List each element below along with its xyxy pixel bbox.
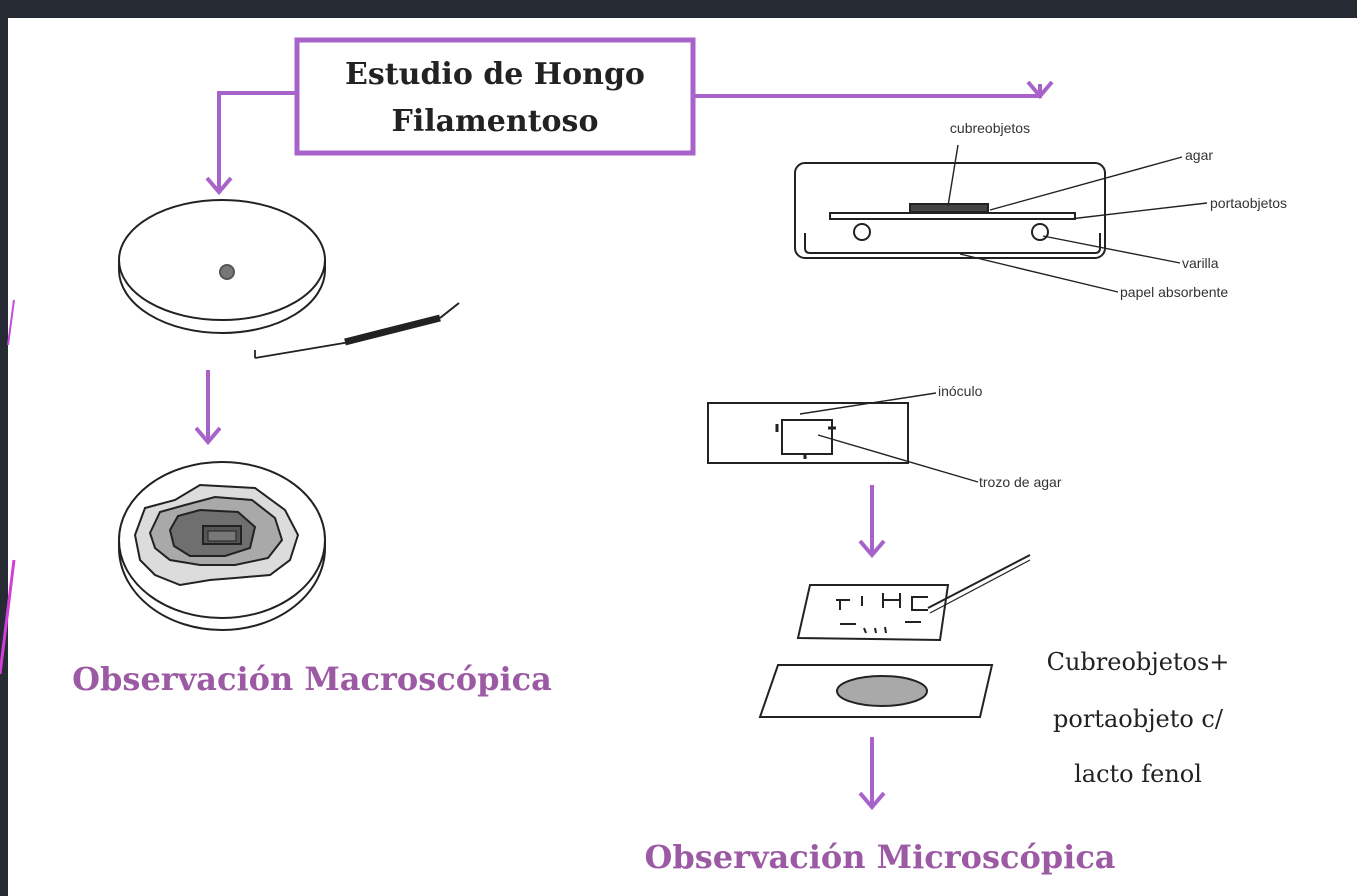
label-portaobjetos: portaobjetos — [1210, 195, 1287, 211]
arrowhead-left-down — [205, 176, 233, 196]
title-line-1: Estudio de Hongo — [345, 57, 645, 92]
label-inoculo: inóculo — [938, 383, 983, 399]
arrow-down-right-2 — [858, 737, 886, 811]
decorative-slash — [0, 559, 16, 675]
title-line-2: Filamentoso — [392, 104, 599, 139]
label-trozo-de-agar: trozo de agar — [979, 474, 1062, 490]
label-papel-absorbente: papel absorbente — [1120, 284, 1228, 300]
petri-dish-colony — [118, 461, 326, 631]
note-line-1: Cubreobjetos+ — [1047, 648, 1230, 676]
arrowhead-right-down — [1026, 80, 1054, 100]
petri-dish-inoculated — [118, 199, 326, 334]
arrow-down-right-1 — [858, 485, 886, 559]
content-panel — [8, 18, 1357, 896]
slide-leader-lines — [799, 392, 979, 483]
arrow-down-left — [194, 370, 222, 446]
label-varilla: varilla — [1182, 255, 1219, 271]
coverslip-lifted — [796, 554, 1031, 642]
moist-chamber — [794, 162, 1106, 259]
label-agar: agar — [1185, 147, 1213, 163]
macro-caption: Observación Macroscópica — [72, 660, 552, 698]
connector-left — [217, 91, 297, 190]
slide-with-agar-block — [707, 402, 909, 464]
note-line-2: portaobjeto c/ — [1053, 705, 1224, 733]
chamber-leader-lines — [947, 144, 1208, 293]
note-line-3: lacto fenol — [1074, 760, 1202, 788]
inoculation-needle — [254, 302, 460, 359]
micro-caption: Observación Microscópica — [644, 838, 1115, 876]
title-box-border — [294, 37, 696, 156]
title-box: Estudio de Hongo Filamentoso — [294, 37, 696, 156]
decorative-slash-upper — [7, 299, 15, 346]
slide-lactofenol — [758, 664, 994, 718]
title-connectors — [205, 80, 1054, 196]
label-cubreobjetos: cubreobjetos — [950, 120, 1030, 136]
